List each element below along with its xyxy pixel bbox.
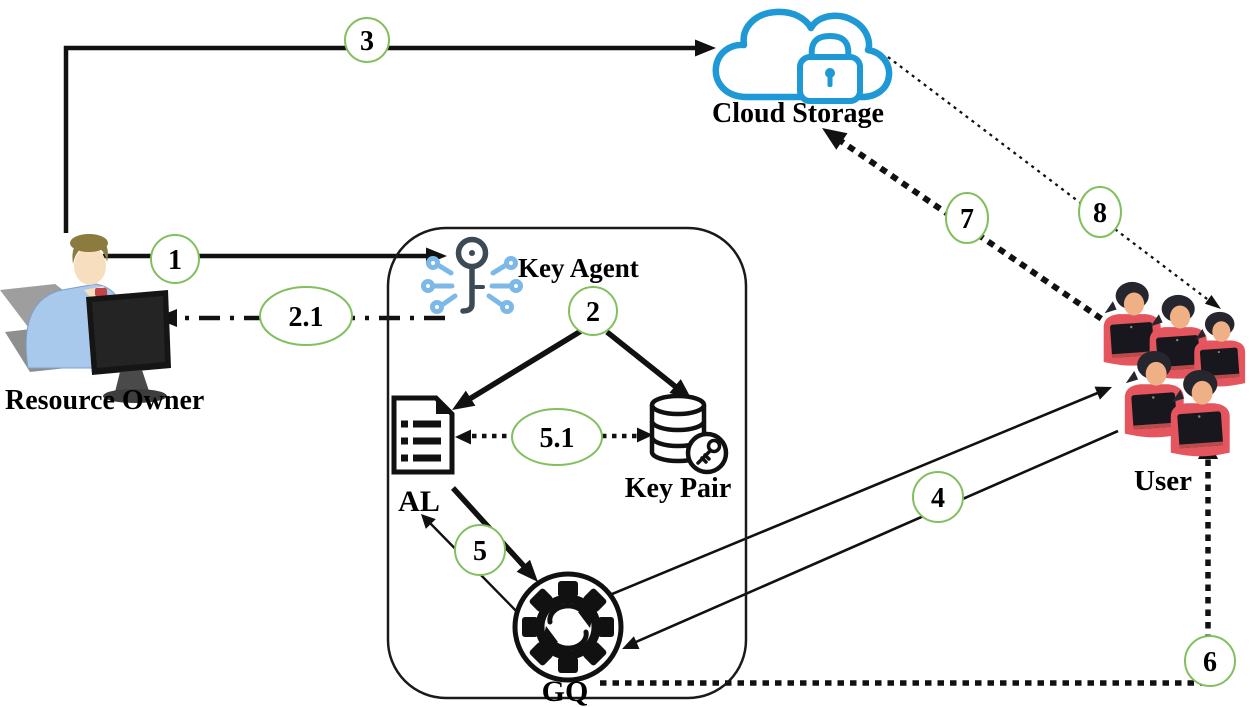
document-list-icon	[391, 395, 455, 475]
step-7-badge	[945, 192, 989, 244]
database-key-icon	[649, 393, 729, 475]
cloud-lock-icon	[712, 8, 893, 104]
key-agent-group-box	[386, 226, 748, 700]
step-3-label: 3	[360, 26, 374, 57]
step-3-badge	[344, 17, 390, 63]
cloud-storage-label: Cloud Storage	[712, 98, 884, 129]
arrow-step-3	[63, 39, 716, 233]
arrow-step-2	[452, 328, 692, 410]
arrowhead	[637, 427, 653, 443]
arrowhead	[695, 39, 716, 57]
resource-owner-icon	[0, 234, 171, 403]
arrowhead	[455, 429, 471, 445]
user-label: User	[1134, 465, 1192, 497]
arrowhead	[452, 390, 476, 410]
step-4-label: 4	[931, 483, 945, 514]
arrowhead	[1094, 386, 1112, 400]
step-5-badge	[454, 524, 506, 576]
key-circuit-icon	[421, 236, 523, 314]
arrowhead	[622, 636, 640, 649]
arrowhead	[1204, 295, 1221, 309]
monitor-icon	[86, 290, 171, 403]
step-5-1-badge	[511, 408, 603, 466]
step-5-label: 5	[473, 536, 487, 567]
key-pair-label: Key Pair	[625, 473, 732, 504]
key-agent-label: Key Agent	[518, 253, 639, 283]
step-4-badge	[912, 471, 964, 523]
step-2-1-badge	[259, 286, 353, 346]
arrow-step-8	[887, 56, 1221, 309]
al-label: AL	[398, 485, 440, 518]
step-1-badge	[150, 234, 200, 284]
step-6-badge	[1184, 635, 1236, 687]
step-6-label: 6	[1203, 647, 1217, 678]
gear-sync-icon	[512, 571, 624, 683]
step-8-label: 8	[1093, 198, 1107, 229]
arrowhead	[822, 128, 848, 150]
step-2-label: 2	[586, 297, 600, 328]
user-group-icon	[1103, 281, 1246, 457]
step-1-label: 1	[168, 245, 182, 276]
arrow-step-4	[599, 386, 1119, 649]
step-7-label: 7	[960, 204, 974, 235]
arrowhead	[516, 559, 538, 582]
step-badges: 1 2 2.1 3 4 5 5.1 6 7 8	[150, 17, 1236, 687]
step-2-1-label: 2.1	[289, 302, 324, 333]
step-8-badge	[1078, 186, 1122, 238]
step-5-1-label: 5.1	[540, 423, 575, 454]
resource-owner-label: Resource Owner	[5, 385, 204, 416]
step-2-badge	[568, 286, 618, 336]
gq-label: GQ	[542, 675, 589, 707]
arrowhead	[421, 514, 436, 529]
